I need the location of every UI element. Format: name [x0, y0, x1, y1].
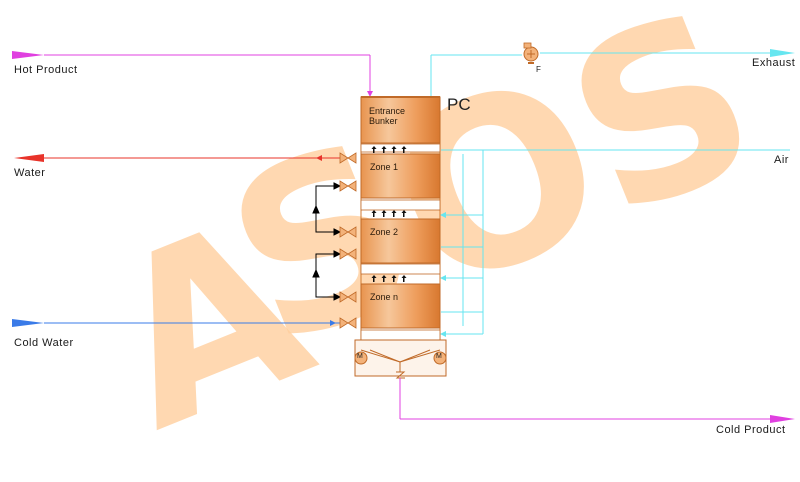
air-label: Air: [774, 154, 789, 166]
fan-icon: [523, 42, 539, 64]
cooler-tag: PC: [447, 95, 471, 114]
discharge-hopper: [354, 339, 447, 379]
exhaust-label: Exhaust: [752, 57, 796, 69]
cold-water-arrow: [12, 319, 44, 327]
cold-water-line: [12, 319, 340, 327]
exhaust-line: [430, 49, 795, 97]
cooler-column: [339, 96, 447, 379]
water-line: [14, 154, 340, 162]
cold-product-line: [399, 378, 795, 423]
cold-product-label: Cold Product: [716, 424, 786, 436]
hot-product-line: [12, 51, 373, 97]
motor-right-icon: [433, 351, 447, 365]
motor-left-icon: [354, 351, 368, 365]
zone-1-label: Zone 1: [370, 162, 399, 172]
entrance-bunker-label-1: Entrance: [369, 106, 406, 116]
zone-n-label: Zone n: [370, 292, 399, 302]
water-label: Water: [14, 167, 46, 179]
zone-valves: [339, 152, 357, 329]
fan-label: F: [536, 65, 541, 74]
zone-2-label: Zone 2: [370, 227, 399, 237]
entrance-bunker-label-2: Bunker: [369, 116, 398, 126]
cold-product-arrow: [770, 415, 795, 423]
zone-2-box: [360, 218, 441, 264]
motor-left-label: M: [357, 353, 363, 360]
exhaust-arrow: [770, 49, 795, 57]
cold-water-label: Cold Water: [14, 337, 74, 349]
motor-right-label: M: [436, 353, 442, 360]
process-flow-diagram: [12, 42, 795, 423]
hot-product-arrow: [12, 51, 44, 59]
zone-1-box: [360, 153, 441, 199]
air-line: [434, 147, 790, 337]
zone-interconnect-lines: [312, 182, 342, 301]
hot-product-label: Hot Product: [14, 64, 78, 76]
water-arrow: [14, 154, 44, 162]
zone-n-box: [360, 283, 441, 329]
